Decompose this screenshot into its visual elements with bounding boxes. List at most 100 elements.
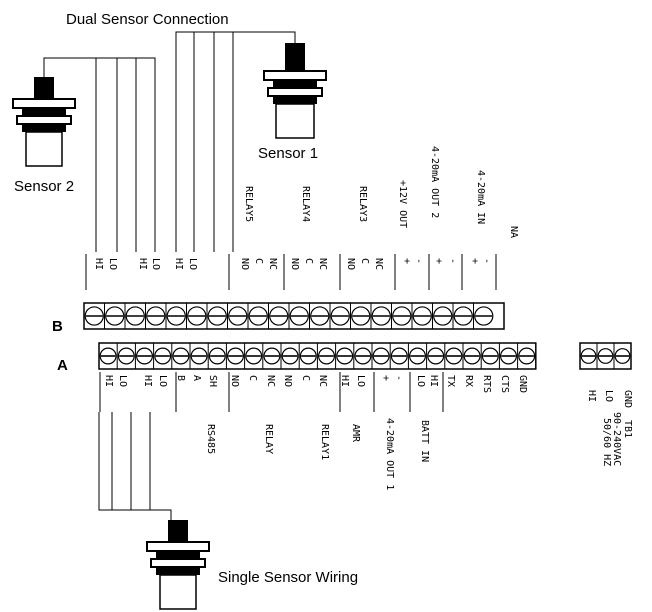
terminal-screw <box>136 347 154 365</box>
row-b-terminal-label: + <box>401 258 412 264</box>
tb1-rating-2: 50/60 HZ <box>601 418 612 466</box>
tb1-rating-1: 90-240VAC <box>611 412 622 466</box>
terminal-screw <box>227 347 245 365</box>
terminal-screw <box>318 347 336 365</box>
label-relay4: RELAY4 <box>300 186 311 222</box>
terminal-screw <box>580 348 597 364</box>
row-b-terminal-label: HI <box>93 258 104 270</box>
label-relay5: RELAY5 <box>243 186 254 222</box>
terminal-screw <box>269 306 289 326</box>
row-a-terminal-label: HI <box>142 375 153 387</box>
terminal-screw <box>409 347 427 365</box>
tb1-labels: HI LO GND TB1 90-240VAC 50/60 HZ <box>586 390 633 466</box>
row-b-terminal-label: - <box>447 258 458 264</box>
terminal-screw <box>433 306 453 326</box>
terminal-screw <box>117 347 135 365</box>
row-b-terminal-label: C <box>303 258 314 264</box>
row-b-terminal-label: NC <box>373 258 384 270</box>
sensor-2-wires <box>43 57 156 252</box>
row-b-terminal-label: NC <box>267 258 278 270</box>
sensor-1-icon <box>263 43 327 139</box>
terminal-screw <box>453 306 473 326</box>
terminal-screw <box>392 306 412 326</box>
terminal-screw <box>518 347 536 365</box>
terminal-screw <box>228 306 248 326</box>
terminal-screw <box>463 347 481 365</box>
row-b-terminal-label: - <box>413 258 424 264</box>
row-a-terminal-label: HI <box>428 375 439 387</box>
row-a-terminal-label: NO <box>282 375 293 387</box>
terminal-screw <box>500 347 518 365</box>
row-b-terminal-label: + <box>469 258 480 264</box>
sensor-2-icon <box>12 77 76 167</box>
label-na: NA <box>508 226 519 238</box>
tb1-name: TB1 <box>622 420 633 438</box>
row-b-terminal-label: HI <box>173 258 184 270</box>
single-sensor-label: Single Sensor Wiring <box>218 569 358 586</box>
label-relay: RELAY <box>263 424 274 454</box>
terminal-screw <box>474 306 494 326</box>
terminal-screw <box>146 306 166 326</box>
row-b-terminal-label: LO <box>107 258 118 270</box>
terminal-screw <box>310 306 330 326</box>
label-420ma-in: 4-20mA IN <box>475 170 486 224</box>
terminal-screw <box>412 306 432 326</box>
terminal-screw <box>351 306 371 326</box>
tb1-label-lo: LO <box>603 390 614 402</box>
single-sensor-wires <box>98 412 172 524</box>
row-b-label-groups <box>85 254 497 290</box>
row-a-terminal-label: HI <box>103 375 114 387</box>
terminal-screw <box>281 347 299 365</box>
row-b-terminal-label: + <box>433 258 444 264</box>
row-a-terminal-label: LO <box>117 375 128 387</box>
terminal-screw <box>354 347 372 365</box>
terminal-screw <box>372 347 390 365</box>
row-b-terminal-label: NO <box>239 258 250 270</box>
row-b-terminal-label: C <box>359 258 370 264</box>
terminal-screw <box>336 347 354 365</box>
terminal-screw <box>154 347 172 365</box>
terminal-screw <box>597 348 614 364</box>
row-b-label: B <box>52 318 63 335</box>
label-relay1: RELAY1 <box>319 424 330 460</box>
row-a-terminal-label: LO <box>415 375 426 387</box>
row-b-terminal-strip <box>83 302 505 330</box>
terminal-screw <box>125 306 145 326</box>
row-b-terminal-label: HI <box>137 258 148 270</box>
row-a-group-labels: RS485 RELAY RELAY1 AMR 4-20mA OUT 1 BATT… <box>205 418 430 490</box>
tb1-terminal-block <box>579 342 632 370</box>
row-a-terminal-strip <box>98 342 537 370</box>
row-a-terminal-label: NC <box>265 375 276 387</box>
row-a-terminal-label: CTS <box>499 375 510 393</box>
row-a-terminal-label: C <box>300 375 311 381</box>
row-b-terminal-label: NO <box>289 258 300 270</box>
label-rs485: RS485 <box>205 424 216 454</box>
row-a-terminal-label: LO <box>157 375 168 387</box>
row-a-terminal-label: TX <box>445 375 456 387</box>
terminal-screw <box>207 306 227 326</box>
row-a-terminal-label: LO <box>355 375 366 387</box>
terminal-screw <box>105 306 125 326</box>
terminal-screw <box>190 347 208 365</box>
terminal-screw <box>371 306 391 326</box>
row-a-terminal-label: NC <box>317 375 328 387</box>
tb1-label-hi: HI <box>586 390 597 402</box>
terminal-screw <box>245 347 263 365</box>
terminal-screw <box>99 347 117 365</box>
label-420ma-out1: 4-20mA OUT 1 <box>384 418 395 490</box>
row-b-terminal-label: LO <box>150 258 161 270</box>
terminal-screw <box>289 306 309 326</box>
terminal-screw <box>481 347 499 365</box>
sensor-2-label: Sensor 2 <box>14 178 74 195</box>
row-b-terminal-label: LO <box>187 258 198 270</box>
row-a-terminal-label: RTS <box>481 375 492 393</box>
label-batt-in: BATT IN <box>419 420 430 462</box>
row-b-terminal-label: C <box>253 258 264 264</box>
row-a-terminal-label: C <box>247 375 258 381</box>
terminal-screw <box>248 306 268 326</box>
label-420ma-out2: 4-20mA OUT 2 <box>429 146 440 218</box>
row-a-label: A <box>57 357 68 374</box>
terminal-screw <box>445 347 463 365</box>
